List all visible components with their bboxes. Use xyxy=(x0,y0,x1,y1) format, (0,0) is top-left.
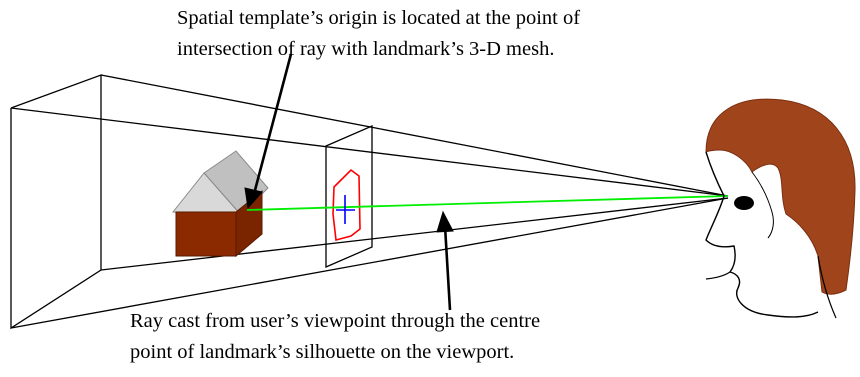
cast-ray xyxy=(246,195,729,211)
top-caption: Spatial template’s origin is located at … xyxy=(177,3,580,65)
frustum-edge-top-left xyxy=(10,107,729,197)
house-wall-front xyxy=(175,211,237,257)
bottom-caption: Ray cast from user’s viewpoint through t… xyxy=(130,306,540,368)
top-arrow-line xyxy=(252,53,293,195)
head-hair xyxy=(705,98,856,295)
frustum-edge-top-right xyxy=(100,74,729,197)
eye-icon xyxy=(734,196,754,210)
bottom-caption-line-2: point of landmark’s silhouette on the vi… xyxy=(130,341,515,363)
top-caption-line-1: Spatial template’s origin is located at … xyxy=(177,7,581,29)
annotation-arrows xyxy=(244,53,454,311)
viewport-plane xyxy=(325,125,373,268)
head-face-inner xyxy=(751,171,774,239)
bottom-caption-line-1: Ray cast from user’s viewpoint through t… xyxy=(130,310,541,332)
frustum-edge-bottom-right xyxy=(100,197,729,271)
head-profile-icon xyxy=(705,98,856,319)
bottom-arrow-head xyxy=(436,210,454,233)
centre-cross-icon xyxy=(336,195,355,224)
head-mouth xyxy=(705,271,731,280)
view-frustum xyxy=(10,74,729,330)
top-arrow-head xyxy=(244,187,263,210)
house-icon xyxy=(172,150,269,258)
frustum-edge-bottom-left xyxy=(10,197,729,329)
bottom-arrow-line xyxy=(443,225,452,311)
viewport-quad xyxy=(325,125,373,268)
top-caption-line-2: intersection of ray with landmark’s 3-D … xyxy=(177,38,555,60)
landmark-silhouette xyxy=(332,168,361,242)
head-face-outline xyxy=(705,151,819,318)
head-ear xyxy=(817,255,837,319)
